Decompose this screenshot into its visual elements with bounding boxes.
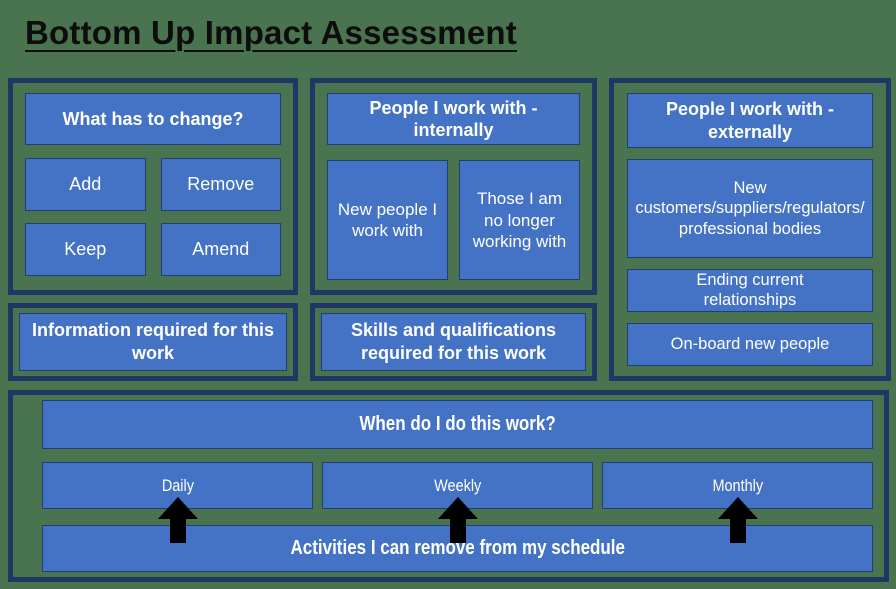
- activities-remove-label: Activities I can remove from my schedule: [290, 537, 625, 560]
- information-required-label: Information required for this work: [19, 313, 287, 372]
- column-internal: People I work with - internally New peop…: [310, 78, 597, 382]
- panel-schedule: When do I do this work? Daily Weekly Mon…: [8, 390, 889, 583]
- ending-relationships-box: Ending current relationships: [627, 268, 873, 312]
- what-has-to-change-header: What has to change?: [25, 93, 281, 146]
- change-option-amend: Amend: [160, 223, 281, 277]
- change-option-remove: Remove: [160, 158, 281, 212]
- change-option-add: Add: [25, 158, 146, 212]
- people-internal-header: People I work with - internally: [327, 93, 580, 146]
- no-longer-working-box: Those I am no longer working with: [459, 160, 580, 281]
- people-internal-items: New people I work with Those I am no lon…: [327, 160, 580, 281]
- activities-remove-box: Activities I can remove from my schedule: [42, 525, 873, 573]
- frequency-daily-box: Daily: [42, 462, 313, 510]
- new-customers-box: New customers/suppliers/regulators/profe…: [627, 159, 873, 258]
- frequency-weekly-box: Weekly: [322, 462, 593, 510]
- top-section: What has to change? Add Remove Keep Amen…: [8, 78, 891, 382]
- frequency-monthly-label: Monthly: [712, 476, 763, 496]
- column-change: What has to change? Add Remove Keep Amen…: [8, 78, 298, 382]
- skills-qualifications-label: Skills and qualifications required for t…: [321, 313, 586, 372]
- when-do-work-header: When do I do this work?: [42, 400, 873, 450]
- panel-what-has-to-change: What has to change? Add Remove Keep Amen…: [8, 78, 298, 296]
- frequency-daily-label: Daily: [161, 476, 194, 496]
- page-title: Bottom Up Impact Assessment: [25, 14, 517, 51]
- frequency-monthly-box: Monthly: [602, 462, 873, 510]
- panel-people-internal: People I work with - internally New peop…: [310, 78, 597, 296]
- panel-skills-qualifications: Skills and qualifications required for t…: [310, 303, 597, 382]
- change-option-keep: Keep: [25, 223, 146, 277]
- panel-information-required: Information required for this work: [8, 303, 298, 382]
- new-people-box: New people I work with: [327, 160, 448, 281]
- onboard-new-people-box: On-board new people: [627, 322, 873, 367]
- frequency-row: Daily Weekly Monthly: [42, 462, 873, 510]
- panel-people-external: People I work with - externally New cust…: [609, 78, 891, 382]
- people-external-header: People I work with - externally: [627, 93, 873, 149]
- change-options-grid: Add Remove Keep Amend: [25, 158, 281, 277]
- when-do-work-label: When do I do this work?: [359, 413, 556, 436]
- frequency-weekly-label: Weekly: [433, 476, 482, 496]
